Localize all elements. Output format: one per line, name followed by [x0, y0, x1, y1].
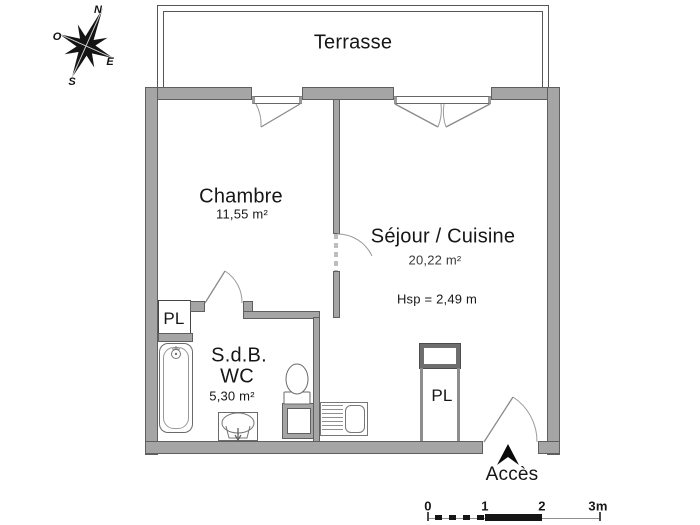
sejour-closet-top-box [420, 344, 460, 368]
sejour-door-arc-right [442, 103, 447, 128]
sejour-closet-label: PL [431, 386, 453, 405]
wall-bathroom-top [243, 311, 320, 319]
access-label: Accès [485, 464, 539, 485]
chambre-window-leaf [260, 103, 301, 128]
bathroom-door-arc [224, 270, 243, 304]
bathroom-cabinet-box [283, 404, 315, 438]
wall-bathroom-stub-left [190, 301, 205, 312]
sejour-label: Séjour / Cuisine [370, 225, 516, 248]
sejour-french-door [394, 96, 491, 104]
wall-right [547, 87, 560, 455]
toilet-tank [283, 391, 311, 405]
bathtub-inner [163, 347, 189, 429]
bathroom-sink-counter [218, 412, 258, 441]
entrance-door-leaf [483, 396, 514, 443]
access-arrow-icon [497, 444, 519, 465]
wall-left [145, 87, 158, 455]
sejour-door-leaf-left [394, 103, 439, 128]
scale-tick-3m: 3m [588, 498, 608, 514]
sejour-ceiling-height: Hsp = 2,49 m [396, 291, 478, 307]
scale-bar-end-tick-right [599, 512, 601, 521]
terrace-label: Terrasse [313, 31, 393, 54]
scale-tick-2: 2 [538, 498, 546, 514]
toilet-bowl [285, 363, 309, 395]
chambre-area: 11,55 m² [216, 206, 268, 222]
compass-label-south: S [68, 76, 76, 88]
chambre-door-arc [336, 233, 373, 257]
compass-label-west: O [53, 31, 62, 43]
wall-top-left-segment [145, 87, 252, 100]
compass-label-north: N [94, 4, 103, 16]
wall-chambre-sejour-lower [333, 271, 340, 318]
bathroom-door-leaf [204, 270, 226, 304]
kitchen-sink-basin [345, 405, 365, 433]
bathroom-label-line2: WC [220, 365, 254, 388]
scale-tick-0: 0 [424, 498, 432, 514]
sejour-door-arc-left [437, 103, 442, 128]
wall-top-middle-segment [302, 87, 394, 100]
scale-bar-end-tick-left [427, 512, 429, 521]
sejour-area: 20,22 m² [408, 252, 462, 268]
wall-bottom-segment [145, 441, 483, 454]
entrance-door-arc [512, 396, 538, 443]
bathroom-label-line1: S.d.B. [211, 344, 267, 367]
compass-rose: N O E S [53, 4, 115, 88]
scale-bar-striped-segment [428, 515, 485, 520]
kitchen-drainer [322, 405, 343, 433]
sejour-closet-body [420, 368, 460, 442]
wall-chambre-sejour-upper [333, 99, 340, 234]
chambre-label: Chambre [199, 185, 283, 208]
wall-bottom-right-segment [538, 441, 560, 454]
sejour-door-leaf-right [445, 103, 491, 128]
chambre-closet-box [158, 300, 191, 334]
terrace-outline-inner [163, 11, 543, 87]
scale-bar-solid-segment [485, 514, 542, 521]
scale-tick-1: 1 [481, 498, 489, 514]
wall-bathroom-sejour [313, 317, 320, 442]
chambre-window [252, 96, 302, 104]
wall-below-closet [158, 333, 193, 342]
chambre-window-arc [255, 103, 262, 128]
chambre-closet-label: PL [163, 309, 185, 328]
bathroom-area: 5,30 m² [209, 388, 255, 404]
compass-label-east: E [106, 56, 114, 68]
